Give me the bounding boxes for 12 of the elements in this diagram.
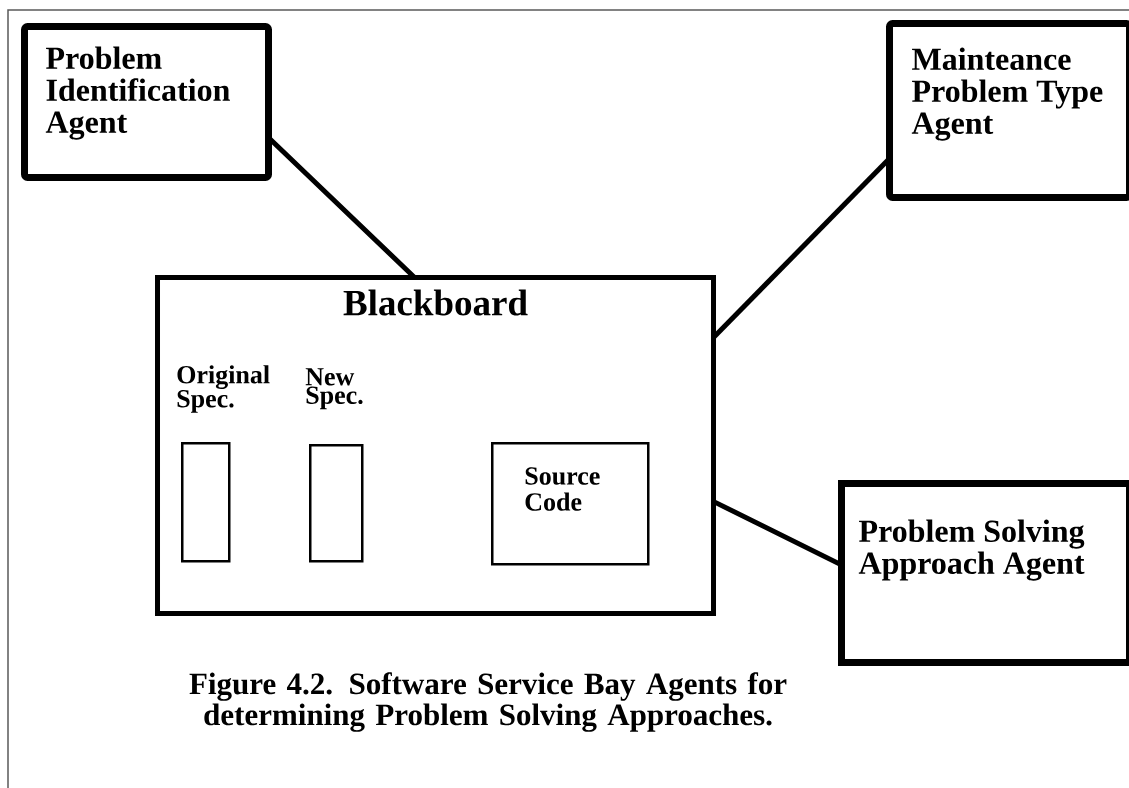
spec-document: New Spec. — [305, 368, 364, 563]
agent-box: Problem Identification Agent — [21, 23, 272, 181]
agent-box: Mainteance Problem Type Agent — [886, 20, 1129, 201]
connector-line — [713, 500, 841, 566]
spec-document: Original Spec. — [177, 365, 270, 563]
node-label: New Spec. — [305, 368, 363, 410]
connector-line — [713, 159, 889, 338]
node-label: Original Spec. — [177, 365, 270, 413]
figure-caption: Figure 4.2. Software Service Bay Agents for determining Problem Solving Approaches. — [189, 672, 787, 732]
source-code-box: Source Code — [491, 442, 650, 566]
connector-line — [269, 138, 415, 278]
agent-box: Problem Solving Approach Agent — [838, 480, 1129, 666]
